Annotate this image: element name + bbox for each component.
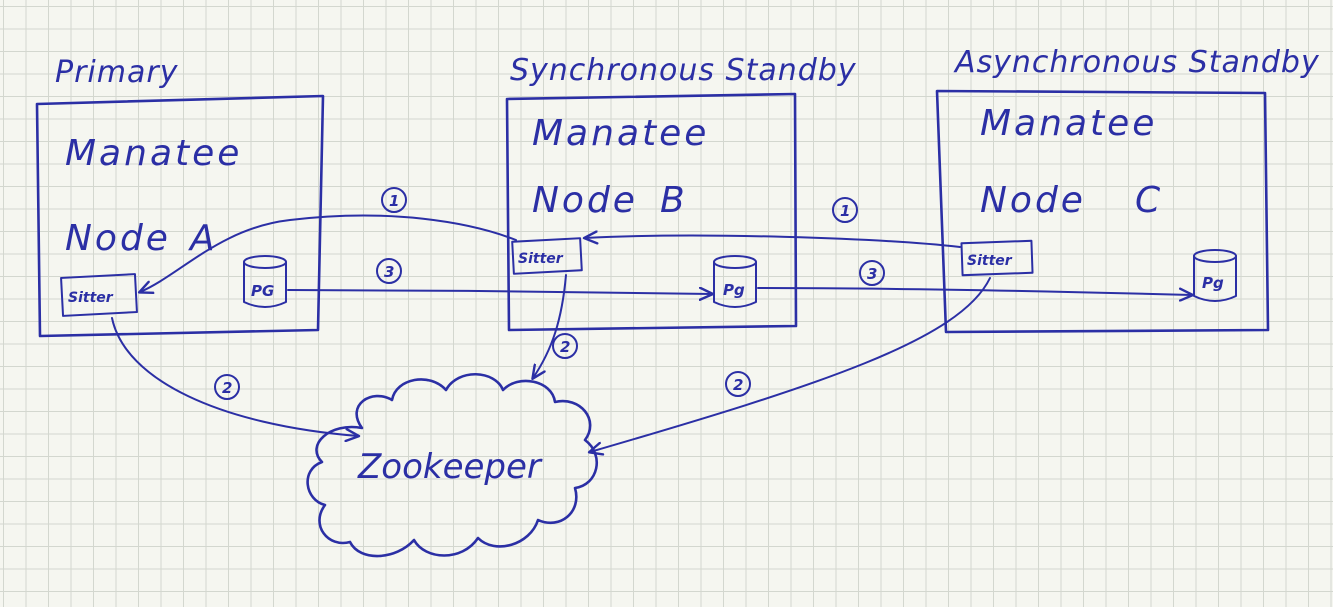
node-c-sitter-label: Sitter (967, 253, 1013, 269)
arrow-b-pg-to-c-pg (757, 287, 1192, 295)
node-b: Synchronous Standby Manatee Node B Sitte… (505, 53, 857, 332)
svg-text:3: 3 (384, 263, 394, 281)
node-b-pg-cylinder (713, 255, 757, 308)
node-b-sitter-box (511, 237, 583, 275)
svg-text:2: 2 (560, 338, 570, 356)
node-b-label: Node (532, 180, 638, 221)
node-a-pg-label: PG (251, 282, 274, 300)
node-a: Primary Manatee Node A Sitter PG (35, 55, 325, 338)
zookeeper-cloud-outline (306, 372, 598, 558)
node-a-sitter-box (60, 273, 138, 317)
node-a-sitter-label: Sitter (68, 290, 114, 306)
svg-text:3: 3 (867, 265, 877, 283)
node-a-pg-cylinder (243, 255, 287, 308)
svg-text:1: 1 (389, 192, 399, 210)
step-marker-2-right: 2 (725, 371, 751, 397)
node-a-title: Manatee (65, 133, 242, 174)
svg-text:2: 2 (733, 376, 743, 394)
node-c-title: Manatee (980, 103, 1157, 144)
arrow-a-sitter-to-zookeeper (111, 317, 358, 436)
node-b-pg-label: Pg (723, 281, 745, 299)
node-b-letter: B (660, 180, 688, 221)
step-marker-2-left: 2 (214, 374, 240, 400)
svg-text:2: 2 (222, 379, 232, 397)
svg-text:1: 1 (840, 202, 850, 220)
zookeeper-label: Zookeeper (357, 447, 543, 487)
arrow-c-sitter-to-b-sitter (585, 236, 961, 248)
node-c-sitter-box (960, 239, 1034, 277)
node-a-role: Primary (55, 55, 179, 90)
node-c-pg-label: Pg (1202, 274, 1224, 292)
zookeeper-cloud: Zookeeper (306, 372, 598, 558)
node-c-role: Asynchronous Standby (953, 45, 1320, 80)
step-marker-1-left: 1 (381, 187, 407, 213)
arrow-a-pg-to-b-pg (287, 290, 712, 294)
node-b-title: Manatee (532, 113, 709, 154)
node-b-sitter-label: Sitter (518, 251, 564, 267)
step-marker-3-left: 3 (376, 258, 402, 284)
step-marker-3-right: 3 (859, 260, 885, 286)
node-c: Asynchronous Standby Manatee Node C Sitt… (935, 45, 1320, 334)
node-b-role: Synchronous Standby (510, 53, 857, 88)
step-marker-1-right: 1 (832, 197, 858, 223)
step-marker-2-middle: 2 (552, 333, 578, 359)
node-a-letter: A (188, 218, 218, 259)
node-c-letter: C (1135, 180, 1163, 221)
node-a-box (35, 94, 325, 338)
node-a-label: Node (65, 218, 171, 259)
arrow-c-sitter-to-zookeeper (590, 277, 991, 452)
node-c-label: Node (980, 180, 1086, 221)
arrow-b-sitter-to-zookeeper (533, 274, 567, 378)
node-b-box (505, 92, 798, 332)
arrow-b-sitter-to-a-sitter (140, 214, 517, 292)
node-c-box (935, 89, 1270, 334)
